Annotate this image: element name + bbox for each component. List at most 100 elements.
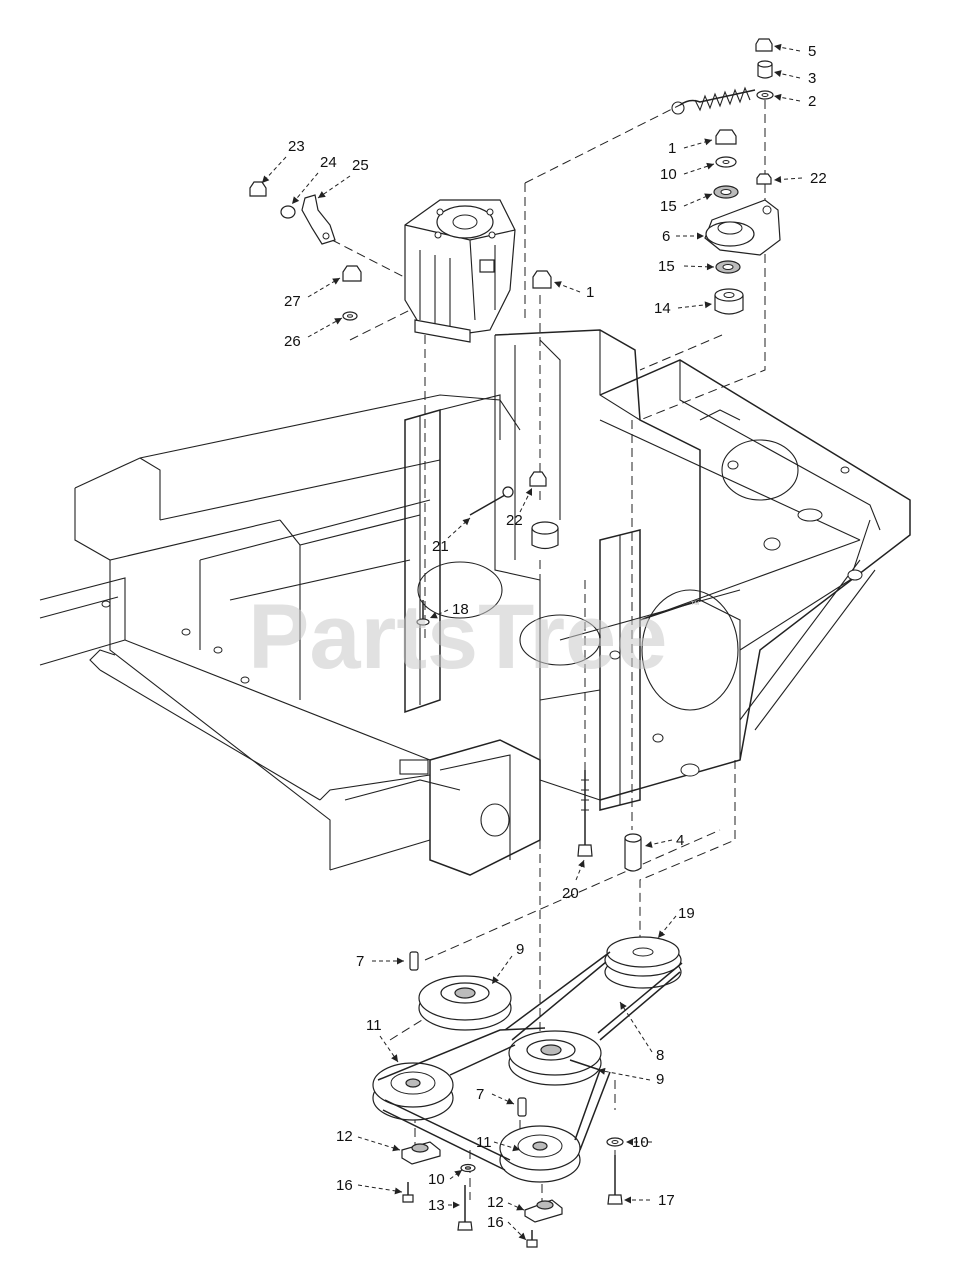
watermark-text: PartsTree	[248, 586, 667, 688]
callout-arrowhead	[704, 301, 712, 309]
callout-arrowhead	[774, 70, 782, 77]
callout-leader-line	[597, 1069, 651, 1081]
callout-number: 21	[432, 538, 449, 555]
callout-leader-line	[357, 1184, 403, 1193]
callout-number: 22	[810, 170, 827, 187]
callout-number: 8	[656, 1047, 664, 1064]
callout-c1b: 1	[553, 281, 594, 301]
callout-arrowhead	[453, 1201, 460, 1209]
callout-arrowhead	[706, 162, 714, 170]
callout-leader-line	[683, 193, 713, 207]
callout-arrowhead	[262, 175, 270, 183]
callout-arrowhead	[391, 1054, 398, 1062]
spring-and-idler-arm	[671, 38, 781, 315]
callout-arrowhead	[704, 193, 712, 200]
callout-number: 16	[336, 1177, 353, 1194]
callout-c26: 26	[284, 317, 343, 350]
callout-c17: 17	[624, 1192, 675, 1209]
callout-number: 13	[428, 1197, 445, 1214]
callout-arrowhead	[334, 318, 342, 325]
callout-number: 15	[660, 198, 677, 215]
callout-c16a: 16	[336, 1177, 403, 1195]
callout-c4: 4	[644, 832, 684, 849]
callout-arrowhead	[697, 232, 704, 240]
linkage-hardware	[249, 181, 559, 626]
callout-arrowhead	[774, 93, 782, 101]
callout-c2a: 2	[773, 93, 816, 110]
callout-c15b: 15	[658, 258, 715, 275]
callout-c16b: 16	[487, 1214, 527, 1241]
callout-number: 1	[668, 140, 676, 157]
callout-arrowhead	[774, 43, 782, 51]
callout-number: 5	[808, 43, 816, 60]
callout-number: 12	[487, 1194, 504, 1211]
callout-c12a: 12	[336, 1128, 401, 1152]
callout-c12b: 12	[487, 1194, 525, 1211]
callout-arrowhead	[624, 1196, 631, 1204]
callout-number: 2	[808, 93, 816, 110]
partstree-watermark: PartsTree ™	[248, 586, 700, 688]
callout-c14: 14	[654, 300, 713, 317]
callout-arrowhead	[706, 263, 714, 271]
callout-number: 9	[516, 941, 524, 958]
callout-c10a: 10	[660, 162, 715, 183]
callout-number: 10	[660, 166, 677, 183]
callout-number: 16	[487, 1214, 504, 1231]
callout-number: 17	[658, 1192, 675, 1209]
spacer-and-bolt	[577, 770, 642, 872]
callout-arrowhead	[332, 278, 340, 285]
callout-arrowhead	[394, 1187, 402, 1195]
callout-arrowhead	[506, 1097, 514, 1105]
callout-arrowhead	[516, 1203, 524, 1211]
assembly-lines	[331, 100, 766, 1220]
callout-arrowhead	[397, 957, 404, 965]
callout-arrowhead	[492, 976, 499, 984]
callout-number: 7	[356, 953, 364, 970]
callout-c10b: 10	[626, 1134, 652, 1151]
callout-c19: 19	[657, 905, 695, 939]
callout-number: 19	[678, 905, 695, 922]
callout-c8: 8	[619, 1001, 664, 1064]
chassis-frame	[39, 329, 911, 876]
callout-c25: 25	[317, 157, 369, 199]
callout-arrowhead	[462, 518, 470, 526]
callout-arrowhead	[774, 176, 782, 183]
callout-c7b: 7	[476, 1086, 515, 1105]
callout-arrowhead	[626, 1138, 633, 1146]
callout-arrowhead	[620, 1002, 627, 1010]
callout-number: 11	[366, 1017, 382, 1034]
callout-c15a: 15	[660, 193, 713, 215]
callout-c11b: 11	[476, 1134, 521, 1152]
callout-number: 22	[506, 512, 523, 529]
callout-arrowhead	[658, 930, 666, 938]
watermark-trademark: ™	[690, 600, 700, 611]
callout-arrowhead	[645, 841, 653, 848]
callout-arrowhead	[525, 488, 532, 496]
callout-c6: 6	[662, 228, 704, 245]
callout-leader-line	[379, 1035, 399, 1063]
callout-arrowhead	[554, 281, 562, 288]
callout-c21: 21	[432, 517, 471, 555]
callout-number: 7	[476, 1086, 484, 1103]
callout-c22b: 22	[506, 487, 533, 529]
callout-arrowhead	[512, 1144, 520, 1152]
callout-c3: 3	[773, 70, 816, 87]
callout-arrowhead	[598, 1067, 606, 1075]
callout-arrowhead	[392, 1144, 400, 1152]
callout-c22a: 22	[773, 170, 827, 187]
callout-arrowhead	[578, 860, 585, 868]
callout-number: 4	[676, 832, 684, 849]
callout-c18: 18	[429, 601, 469, 619]
callout-number: 20	[562, 885, 579, 902]
callout-leader-line	[683, 265, 715, 268]
callout-arrowhead	[292, 196, 300, 204]
callout-c7a: 7	[356, 953, 404, 970]
callout-arrowhead	[430, 611, 438, 619]
callout-c23: 23	[261, 138, 305, 184]
callout-number: 14	[654, 300, 671, 317]
callout-number: 26	[284, 333, 301, 350]
pulley-system	[372, 936, 683, 1248]
